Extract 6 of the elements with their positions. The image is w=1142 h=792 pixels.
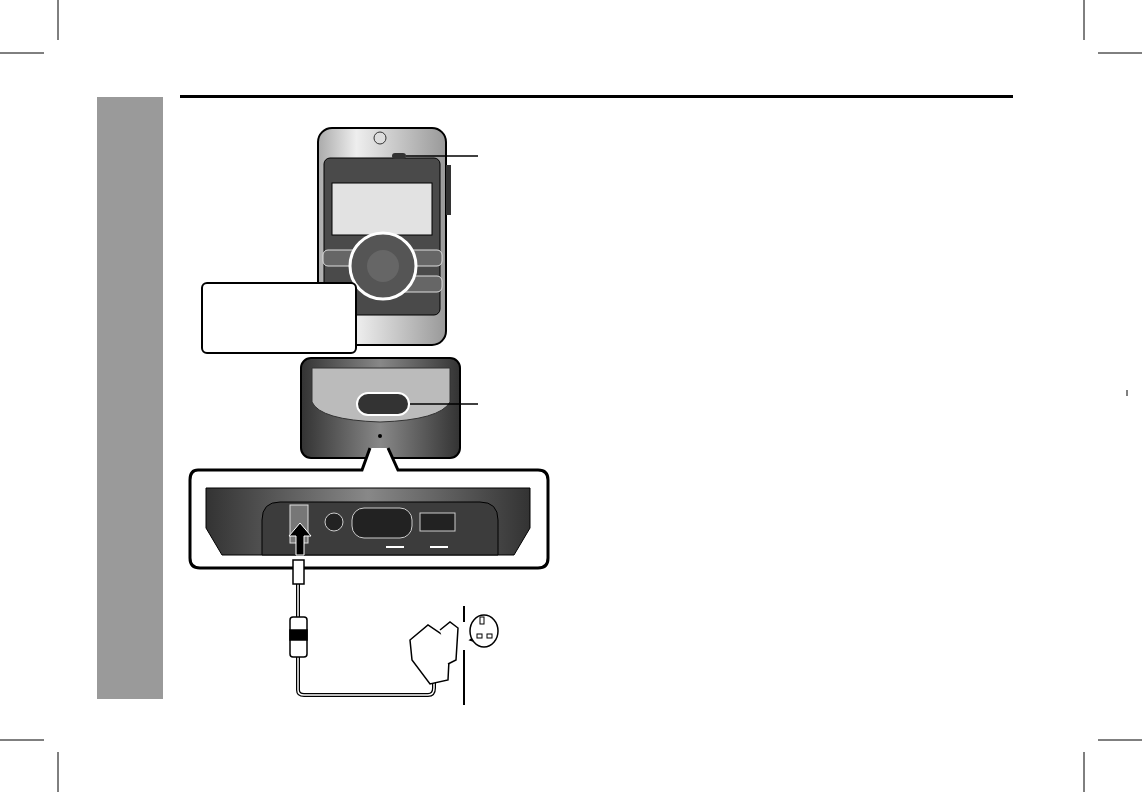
leader-line xyxy=(405,155,479,157)
dock-connector xyxy=(356,392,410,416)
side-tab xyxy=(97,97,163,699)
leader-line xyxy=(409,403,479,405)
indicator-lamp xyxy=(392,153,406,159)
callout-box xyxy=(201,282,357,354)
